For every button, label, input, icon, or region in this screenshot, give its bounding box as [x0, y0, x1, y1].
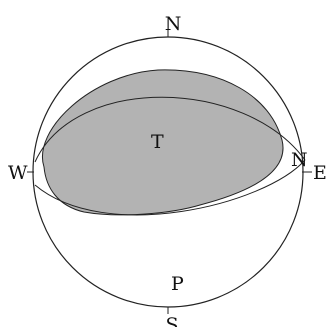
south-label: S: [165, 314, 178, 327]
west-label: W: [8, 162, 28, 184]
point-p-label: P: [171, 273, 184, 295]
east-label: E: [313, 162, 327, 184]
great-circle-upper: [34, 96, 306, 163]
point-n-label: N: [291, 149, 308, 171]
point-t-label: T: [151, 131, 164, 153]
north-label: N: [165, 13, 182, 35]
great-circle-lower: [34, 159, 306, 216]
